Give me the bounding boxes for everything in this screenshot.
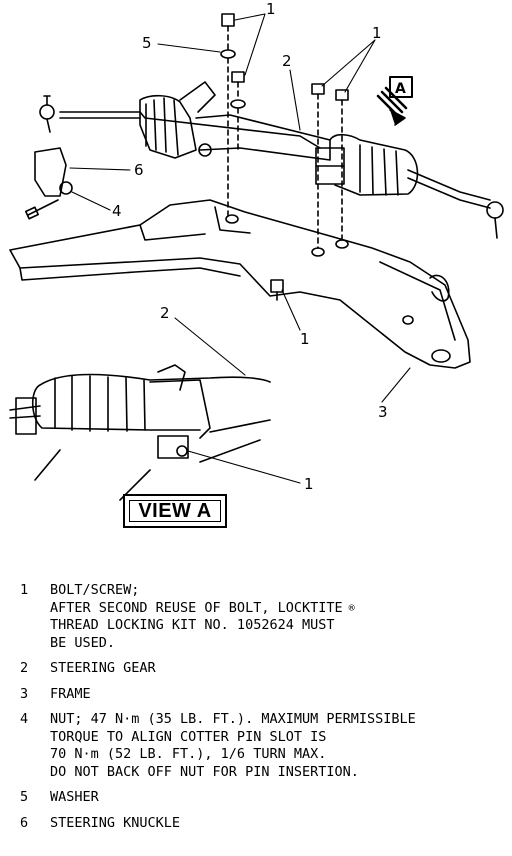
callout-5: 5 [142, 34, 152, 52]
legend-text: STEERING KNUCKLE [50, 815, 180, 833]
callout-1-top: 1 [266, 0, 276, 18]
leader-lines [69, 13, 411, 484]
callout-4: 4 [112, 202, 122, 220]
legend-line: NUT; 47 N·m (35 LB. FT.). MAXIMUM PERMIS… [50, 711, 416, 727]
legend-line: BOLT/SCREW; [50, 582, 140, 598]
legend-number: 4 [20, 711, 29, 727]
legend-line: THREAD LOCKING KIT NO. 1052624 MUST [50, 617, 335, 633]
legend-number: 5 [20, 789, 29, 805]
view-arrow-letter: A [395, 81, 406, 97]
legend-item: 4 NUT; 47 N·m (35 LB. FT.). MAXIMUM PERMI… [20, 711, 500, 781]
view-a-label-box: VIEW A [123, 494, 227, 528]
legend-line: STEERING GEAR [50, 660, 156, 676]
legend-item: 3 FRAME [20, 686, 500, 704]
callout-2-view: 2 [160, 304, 170, 322]
fastener-drawing [220, 13, 349, 301]
legend-number: 3 [20, 685, 29, 702]
legend-item: 5 WASHER [20, 789, 500, 807]
legend-item: 6 STEERING KNUCKLE [20, 815, 500, 833]
view-a-arrow [376, 76, 413, 126]
registered-mark: ® [348, 602, 355, 614]
callout-2-top: 2 [282, 52, 292, 70]
legend-line: TORQUE TO ALIGN COTTER PIN SLOT IS [50, 728, 327, 745]
legend-line: WASHER [50, 789, 99, 805]
legend-number: 2 [20, 660, 29, 676]
steering-gear-diagram: 1 2 5 1 6 4 1 3 2 1 A [9, 0, 504, 501]
legend-item: 2 STEERING GEAR [20, 660, 500, 678]
view-a-detail-drawing [9, 364, 271, 501]
legend-line: DO NOT BACK OFF NUT FOR PIN INSERTION. [50, 763, 359, 780]
legend-line: AFTER SECOND REUSE OF BOLT, LOCKTITE [50, 599, 343, 616]
callout-1-right: 1 [372, 24, 382, 42]
legend-line: BE USED. [50, 634, 116, 651]
legend-number: 6 [20, 814, 29, 831]
legend-text: BOLT/SCREW;AFTER SECOND REUSE OF BOLT, L… [50, 582, 355, 652]
legend-text: NUT; 47 N·m (35 LB. FT.). MAXIMUM PERMIS… [50, 711, 416, 781]
legend-item: 1 BOLT/SCREW;AFTER SECOND REUSE OF BOLT, … [20, 582, 500, 652]
legend-number: 1 [20, 582, 29, 598]
legend-line: 70 N·m (52 LB. FT.), 1/6 TURN MAX. [50, 746, 327, 762]
view-a-label: VIEW A [129, 500, 221, 522]
callout-1-view: 1 [304, 475, 314, 493]
callout-6: 6 [134, 161, 144, 179]
frame-drawing [9, 199, 471, 369]
steering-gear-drawing [59, 81, 504, 239]
tie-rod-drawing [24, 95, 73, 220]
callout-1-mid: 1 [300, 330, 310, 348]
legend-text: STEERING GEAR [50, 660, 156, 678]
callout-3: 3 [378, 403, 388, 421]
parts-legend: 1 BOLT/SCREW;AFTER SECOND REUSE OF BOLT, … [20, 582, 500, 840]
legend-line: STEERING KNUCKLE [50, 814, 181, 831]
legend-text: WASHER [50, 789, 99, 807]
legend-line: FRAME [50, 685, 91, 702]
legend-text: FRAME [50, 686, 91, 704]
